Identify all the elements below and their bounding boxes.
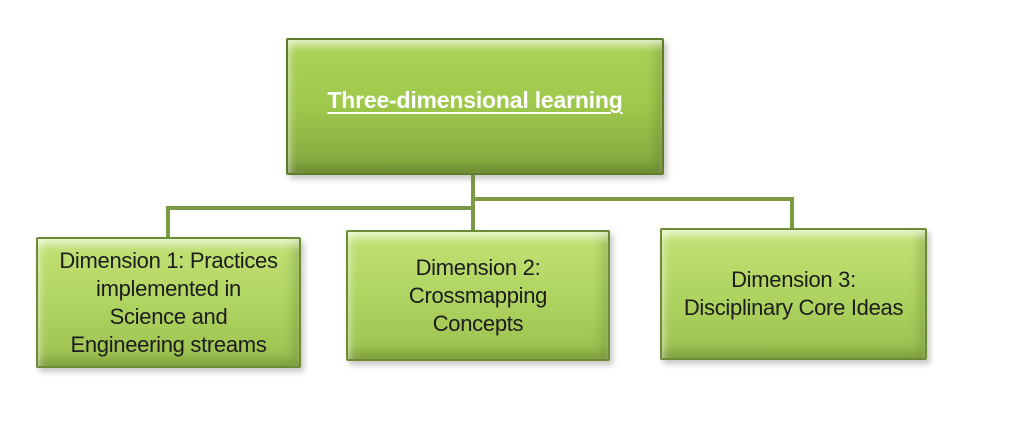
node-three-dimensional-learning: Three-dimensional learning [286,38,664,175]
node-label-line: Dimension 3: [731,267,856,292]
node-dimension-1: Dimension 1: Practices implemented in Sc… [36,237,301,368]
node-label-line: implemented in [96,275,241,301]
connector-left-horizontal [166,206,475,210]
connector-root-stem [471,174,475,233]
connector-right-horizontal [471,197,794,201]
node-label-line: Dimension 2: [415,254,541,280]
root-node-label: Three-dimensional learning [327,87,623,113]
node-dimension-2: Dimension 2: Crossmapping Concepts [346,230,610,361]
node-label-line: Engineering streams [70,331,267,357]
connector-right-vertical [790,197,794,230]
node-label-line: Crossmapping [408,282,548,308]
node-label-line: Science and [109,303,228,329]
node-label-line: Concepts [432,310,524,336]
node-label-line: Disciplinary Core Ideas [683,295,904,320]
connector-left-vertical [166,206,170,239]
node-dimension-3: Dimension 3: Disciplinary Core Ideas [660,228,927,360]
node-label-line: Dimension 1: Practices [59,247,278,273]
